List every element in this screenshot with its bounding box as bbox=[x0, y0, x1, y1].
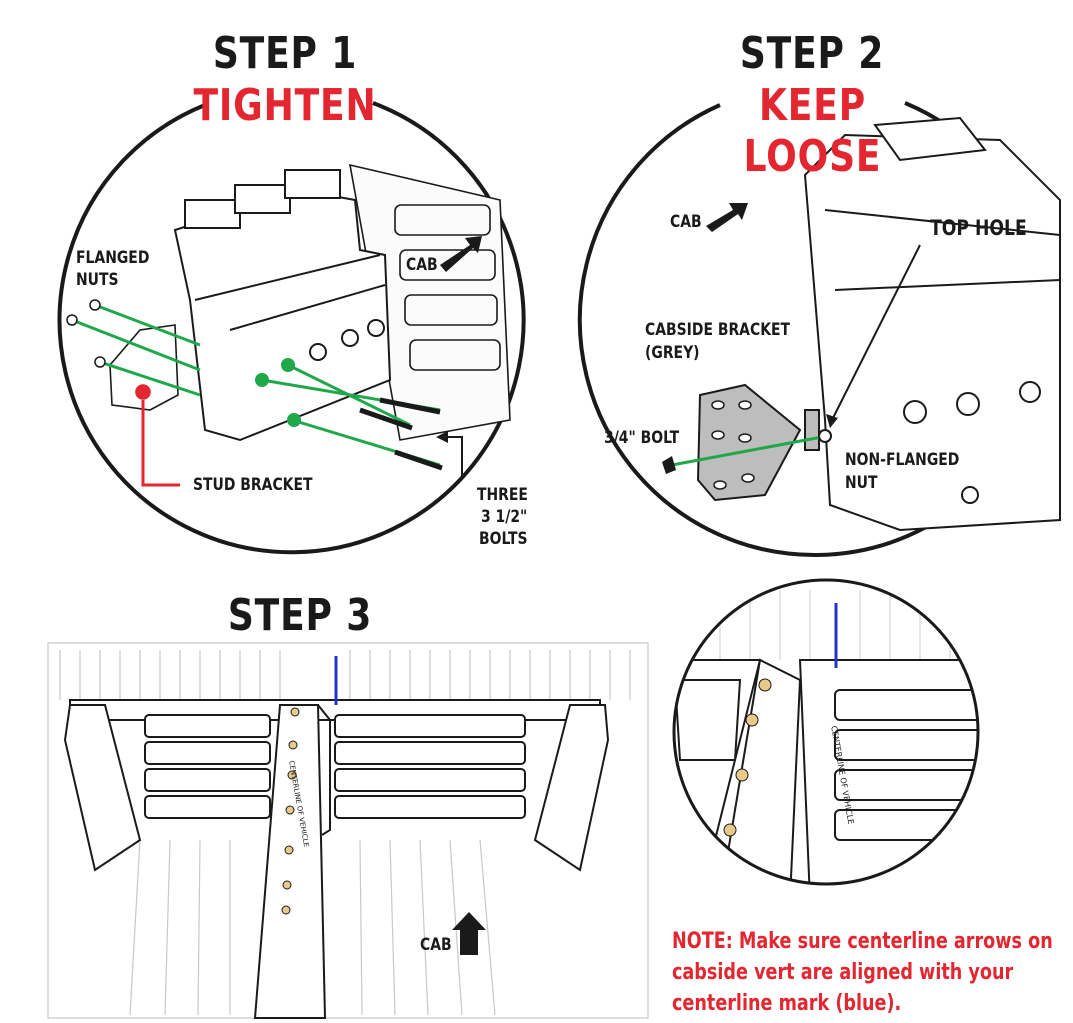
arrow-icon bbox=[706, 203, 748, 232]
bolt-icon bbox=[662, 456, 676, 474]
note-text-1: Make sure centerline arrows on bbox=[738, 929, 1053, 954]
step3-cab-label: CAB bbox=[420, 935, 452, 955]
step1-bolt-heads bbox=[255, 358, 301, 427]
step1-cab-label: CAB bbox=[406, 255, 438, 275]
top-hole-label: TOP HOLE bbox=[930, 216, 1027, 240]
bolts-label-1: THREE bbox=[477, 485, 528, 505]
cabside-bracket-label-1: CABSIDE BRACKET bbox=[645, 320, 791, 340]
stud-bracket-label: STUD BRACKET bbox=[193, 475, 313, 495]
bolt-icon bbox=[359, 397, 443, 471]
step2-subtitle: KEEP LOOSE bbox=[743, 80, 882, 182]
non-flanged-nut-label-2: NUT bbox=[845, 473, 878, 493]
step1-subtitle: TIGHTEN bbox=[193, 80, 377, 131]
step2-cab-label: CAB bbox=[670, 212, 702, 232]
flanged-nuts-label-1: FLANGED bbox=[76, 248, 150, 268]
step2-bolt-line bbox=[671, 435, 823, 467]
note-line-2: cabside vert are aligned with your bbox=[672, 960, 1014, 985]
note-line-1: NOTE: Make sure centerline arrows on bbox=[672, 926, 1053, 957]
bolts-label-3: BOLTS bbox=[479, 529, 528, 549]
bolts-label-2: 3 1/2" bbox=[481, 507, 528, 527]
flanged-nuts-label-2: NUTS bbox=[76, 270, 119, 290]
stud-bracket-leader bbox=[141, 400, 180, 487]
vert-bracket-drawing bbox=[173, 169, 392, 442]
note-prefix: NOTE: bbox=[672, 929, 733, 954]
vert-closeup-drawing bbox=[803, 116, 1061, 532]
stud-bracket-drawing bbox=[109, 324, 179, 411]
nut-icon bbox=[66, 299, 106, 368]
step3-title: STEP 3 bbox=[227, 590, 373, 641]
arrow-icon bbox=[440, 236, 482, 272]
cabside-bracket-drawing bbox=[696, 383, 820, 502]
cabside-bracket-label-2: (GREY) bbox=[645, 343, 700, 363]
top-hole-leader bbox=[831, 244, 921, 421]
nut-icon bbox=[818, 429, 832, 443]
step2-title: STEP 2 bbox=[739, 28, 885, 79]
note-line-3: centerline mark (blue). bbox=[672, 991, 902, 1016]
arrow-icon bbox=[452, 912, 486, 955]
bolt-label: 3/4" BOLT bbox=[604, 428, 680, 448]
non-flanged-nut-label-1: NON-FLANGED bbox=[845, 450, 960, 470]
step1-title: STEP 1 bbox=[212, 28, 358, 79]
